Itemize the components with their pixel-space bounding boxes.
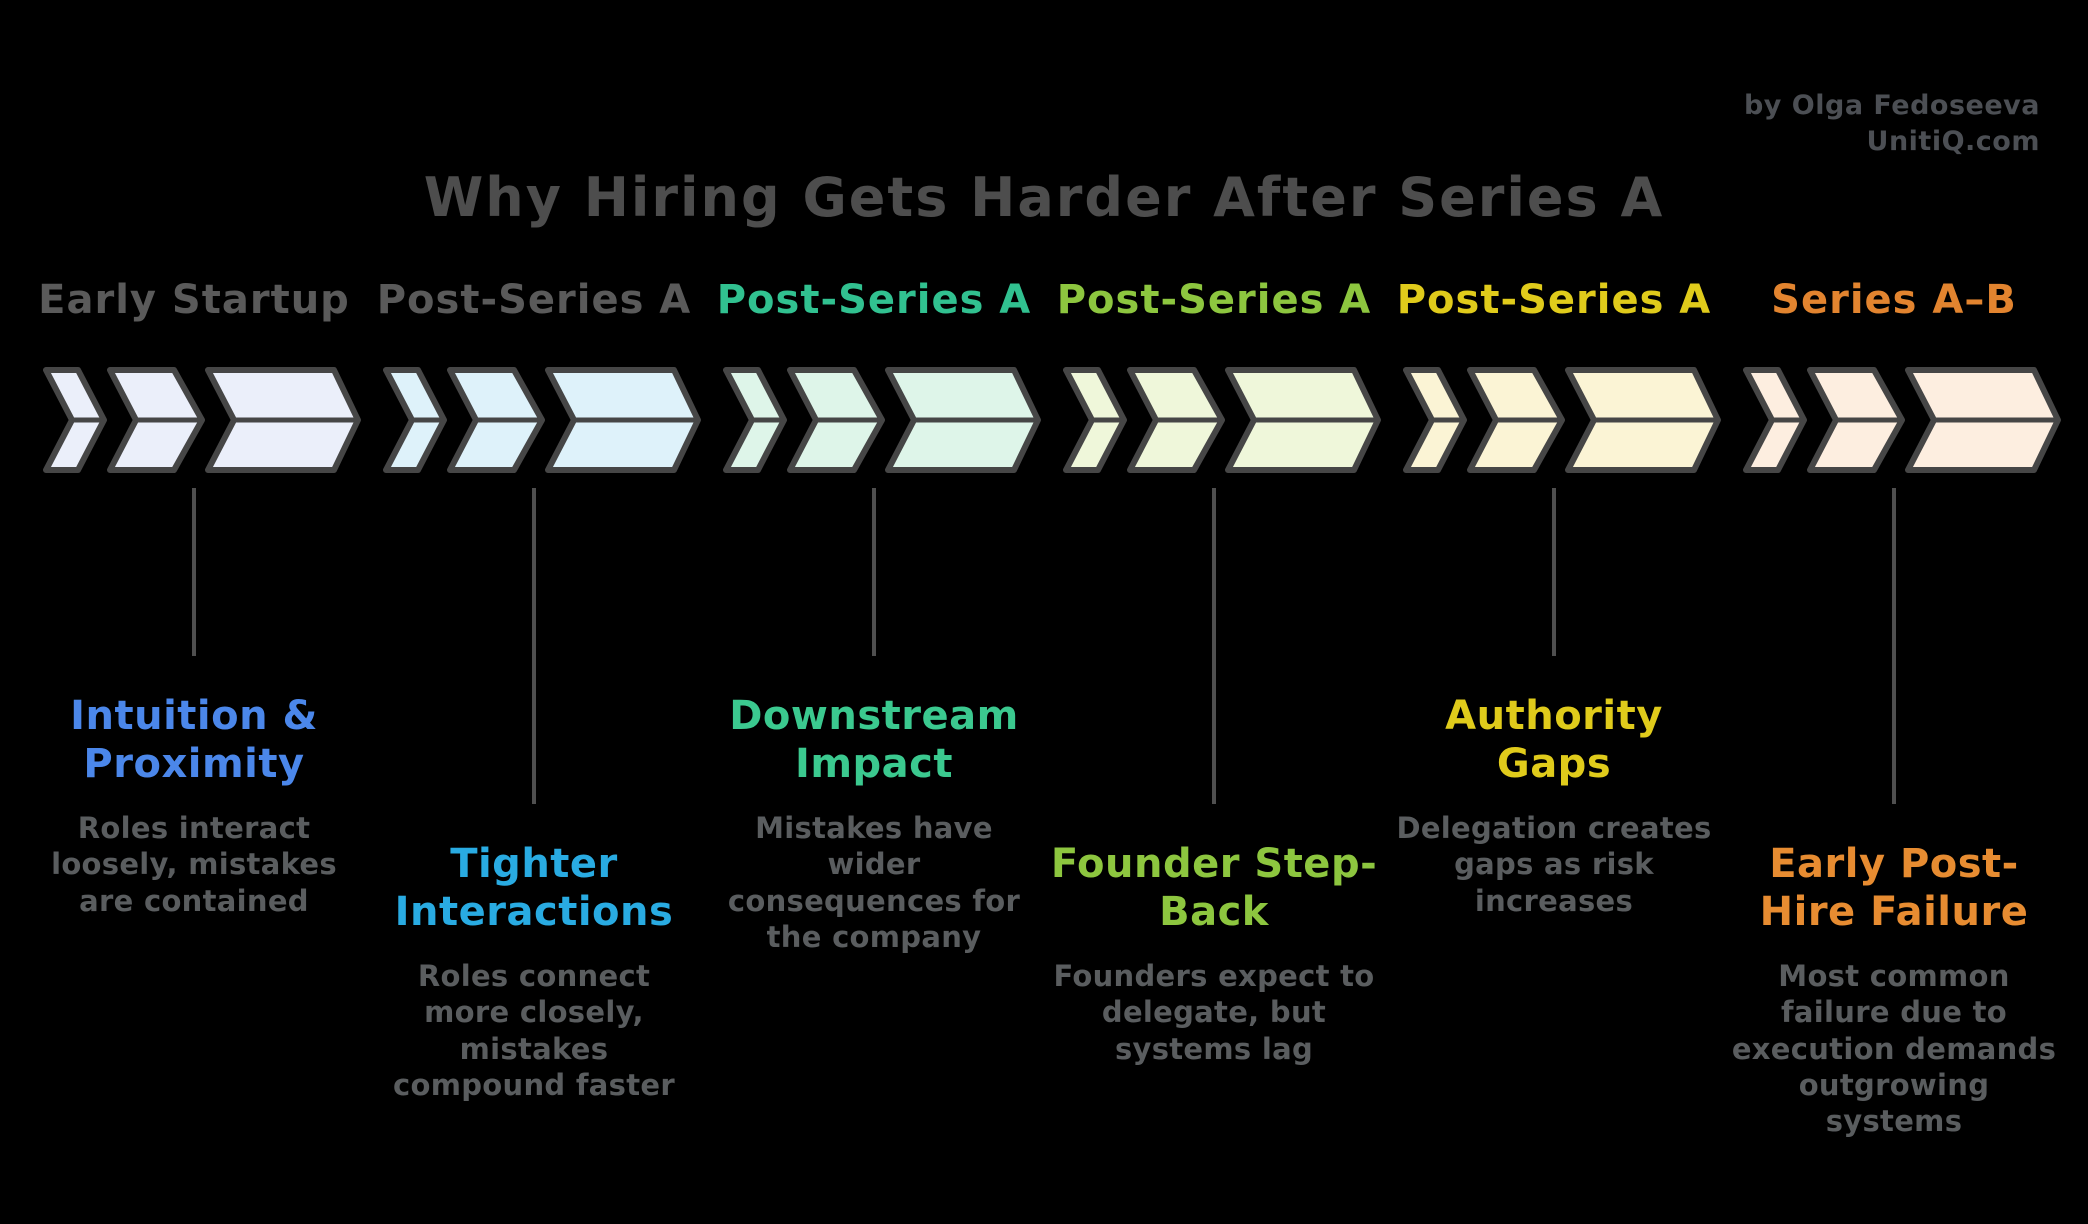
chevron-arrows-icon — [1063, 367, 1381, 473]
insight-heading: Tighter Interactions — [394, 841, 674, 935]
connector-line — [1552, 488, 1556, 656]
stage-label: Post-Series A — [1056, 277, 1372, 323]
connector-line — [1212, 488, 1216, 804]
chevron-arrows-icon — [1743, 367, 2061, 473]
insight-heading: Intuition & Proximity — [70, 693, 318, 787]
column-series-a-b: Series A–B Early Post- Hire Failure Most… — [1724, 272, 2064, 1139]
stage-label: Post-Series A — [1396, 277, 1712, 323]
chevron-arrows-icon — [383, 367, 701, 473]
chevron-arrows-icon — [723, 367, 1041, 473]
stage-label: Post-Series A — [376, 277, 692, 323]
insight-heading: Early Post- Hire Failure — [1759, 841, 2029, 935]
column-early-startup: Early Startup Intuition & Proximity Role… — [24, 272, 364, 1139]
connector-line — [1892, 488, 1896, 804]
insight-heading: Authority Gaps — [1445, 693, 1663, 787]
insight-description: Most common failure due to execution dem… — [1731, 959, 2057, 1138]
column-post-series-a-4: Post-Series A Authority Gaps Delegation … — [1384, 272, 1724, 1139]
page-title: Why Hiring Gets Harder After Series A — [423, 166, 1665, 229]
connector-line — [872, 488, 876, 656]
insight-heading: Founder Step- Back — [1050, 841, 1378, 935]
attribution-author: by Olga Fedoseeva — [1743, 90, 2040, 121]
stage-label: Post-Series A — [716, 277, 1032, 323]
column-post-series-a-2: Post-Series A Downstream Impact Mistakes… — [704, 272, 1044, 1139]
stage-label: Series A–B — [1771, 277, 2017, 323]
column-post-series-a-1: Post-Series A Tighter Interactions Roles… — [364, 272, 704, 1139]
connector-line — [532, 488, 536, 804]
insight-description: Mistakes have wider consequences for the… — [727, 811, 1021, 954]
attribution-site: UnitiQ.com — [1866, 126, 2040, 158]
insight-heading: Downstream Impact — [729, 693, 1019, 787]
chevron-arrows-icon — [1403, 367, 1721, 473]
chevron-arrows-icon — [43, 367, 361, 473]
insight-description: Founders expect to delegate, but systems… — [1053, 959, 1375, 1066]
connector-line — [192, 488, 196, 656]
insight-description: Roles interact loosely, mistakes are con… — [51, 811, 337, 918]
column-post-series-a-3: Post-Series A Founder Step- Back Founder… — [1044, 272, 1384, 1139]
insight-description: Roles connect more closely, mistakes com… — [393, 959, 675, 1102]
insight-description: Delegation creates gaps as risk increase… — [1396, 811, 1712, 918]
stage-columns: Early Startup Intuition & Proximity Role… — [24, 272, 2064, 1139]
attribution: by Olga Fedoseeva UnitiQ.com — [1744, 88, 2040, 161]
stage-label: Early Startup — [38, 277, 350, 323]
